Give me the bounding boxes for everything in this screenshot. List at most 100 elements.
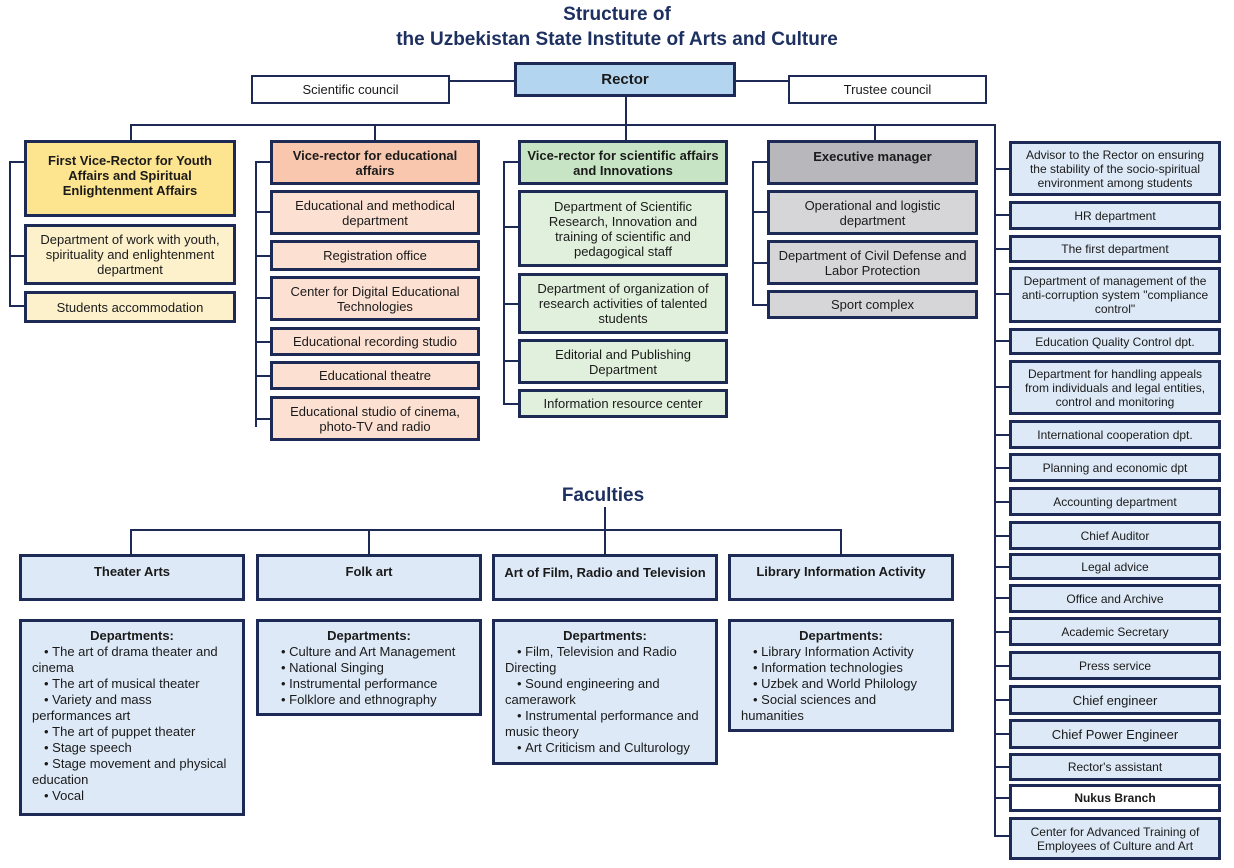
trustee-council-box: Trustee council xyxy=(788,75,987,104)
right-dept-box: Chief engineer xyxy=(1009,685,1221,715)
department-item: Vocal xyxy=(32,788,232,804)
executive-manager-box: Executive manager xyxy=(767,140,978,185)
dept-box: Educational theatre xyxy=(270,361,480,390)
connector xyxy=(368,529,370,555)
right-dept-box: International cooperation dpt. xyxy=(1009,420,1221,449)
departments-label: Departments: xyxy=(327,628,411,643)
right-dept-box: Center for Advanced Training of Employee… xyxy=(1009,817,1221,860)
connector xyxy=(840,529,842,555)
right-dept-box: The first department xyxy=(1009,235,1221,263)
connector xyxy=(604,529,606,555)
connector xyxy=(994,214,1010,216)
connector xyxy=(9,305,25,307)
connector xyxy=(994,248,1010,250)
connector xyxy=(874,124,876,142)
department-item: Instrumental performance xyxy=(269,676,469,692)
dept-box: Registration office xyxy=(270,240,480,271)
vice-rector-educational-box: Vice-rector for educational affairs xyxy=(270,140,480,185)
connector xyxy=(130,529,842,531)
connector xyxy=(9,161,25,163)
connector xyxy=(994,124,996,836)
connector xyxy=(130,529,132,555)
connector xyxy=(9,255,25,257)
right-dept-box: Rector's assistant xyxy=(1009,753,1221,781)
dept-box: Department of work with youth, spiritual… xyxy=(24,224,236,285)
dept-box: Sport complex xyxy=(767,290,978,319)
departments-label: Departments: xyxy=(799,628,883,643)
nukus-branch-box: Nukus Branch xyxy=(1009,784,1221,812)
connector xyxy=(449,80,515,82)
connector xyxy=(994,733,1010,735)
dept-box: Educational and methodical department xyxy=(270,190,480,235)
department-item: Social sciences and humanities xyxy=(741,692,941,724)
dept-box: Educational studio of cinema, photo-TV a… xyxy=(270,396,480,441)
connector xyxy=(752,161,768,163)
dept-box: Editorial and Publishing Department xyxy=(518,339,728,384)
department-item: The art of puppet theater xyxy=(32,724,232,740)
connector xyxy=(255,418,271,420)
right-dept-box: Office and Archive xyxy=(1009,584,1221,613)
connector xyxy=(503,360,519,362)
dept-box: Center for Digital Educational Technolog… xyxy=(270,276,480,321)
departments-box-theater: Departments: The art of drama theater an… xyxy=(19,619,245,816)
right-dept-box: Chief Power Engineer xyxy=(1009,719,1221,749)
department-item: Film, Television and Radio Directing xyxy=(505,644,705,676)
right-dept-box: Press service xyxy=(1009,651,1221,680)
departments-box-library: Departments: Library Information Activit… xyxy=(728,619,954,732)
rector-box: Rector xyxy=(514,62,736,97)
department-item: Information technologies xyxy=(741,660,941,676)
connector xyxy=(130,124,132,142)
connector xyxy=(994,467,1010,469)
right-dept-box: Advisor to the Rector on ensuring the st… xyxy=(1009,141,1221,196)
connector xyxy=(994,535,1010,537)
connector xyxy=(255,255,271,257)
connector xyxy=(994,597,1010,599)
right-dept-box: HR department xyxy=(1009,201,1221,230)
connector xyxy=(503,303,519,305)
connector xyxy=(994,797,1010,799)
department-item: Instrumental performance and music theor… xyxy=(505,708,705,740)
connector xyxy=(752,304,768,306)
connector xyxy=(994,699,1010,701)
department-item: Stage speech xyxy=(32,740,232,756)
connector xyxy=(752,211,768,213)
dept-box: Information resource center xyxy=(518,389,728,418)
department-item: Library Information Activity xyxy=(741,644,941,660)
department-item: Culture and Art Management xyxy=(269,644,469,660)
faculty-library-info: Library Information Activity xyxy=(728,554,954,601)
faculties-title: Faculties xyxy=(561,485,645,506)
connector xyxy=(130,124,996,126)
right-dept-box: Academic Secretary xyxy=(1009,617,1221,646)
department-item: The art of drama theater and cinema xyxy=(32,644,232,676)
dept-box: Department of Scientific Research, Innov… xyxy=(518,190,728,267)
department-item: Folklore and ethnography xyxy=(269,692,469,708)
connector xyxy=(994,566,1010,568)
connector xyxy=(994,340,1010,342)
connector xyxy=(625,95,627,125)
connector xyxy=(994,835,1010,837)
first-vice-rector-box: First Vice-Rector for Youth Affairs and … xyxy=(24,140,236,217)
connector xyxy=(255,161,257,427)
dept-box: Educational recording studio xyxy=(270,327,480,356)
connector xyxy=(994,434,1010,436)
faculty-film-radio-tv: Art of Film, Radio and Television xyxy=(492,554,718,601)
connector xyxy=(994,168,1010,170)
connector xyxy=(503,226,519,228)
connector xyxy=(752,161,754,305)
faculty-theater-arts: Theater Arts xyxy=(19,554,245,601)
chart-title-line1: Structure of xyxy=(563,4,671,25)
connector xyxy=(9,161,11,306)
department-item: National Singing xyxy=(269,660,469,676)
right-dept-box: Education Quality Control dpt. xyxy=(1009,328,1221,355)
connector xyxy=(374,124,376,142)
departments-box-folk: Departments: Culture and Art Management … xyxy=(256,619,482,716)
connector xyxy=(255,161,271,163)
chart-title-line2: the Uzbekistan State Institute of Arts a… xyxy=(396,29,838,50)
connector xyxy=(735,80,789,82)
connector xyxy=(994,386,1010,388)
right-dept-box: Planning and economic dpt xyxy=(1009,453,1221,482)
connector xyxy=(503,403,519,405)
right-dept-box: Chief Auditor xyxy=(1009,521,1221,550)
department-item: Sound engineering and camerawork xyxy=(505,676,705,708)
scientific-council-box: Scientific council xyxy=(251,75,450,104)
